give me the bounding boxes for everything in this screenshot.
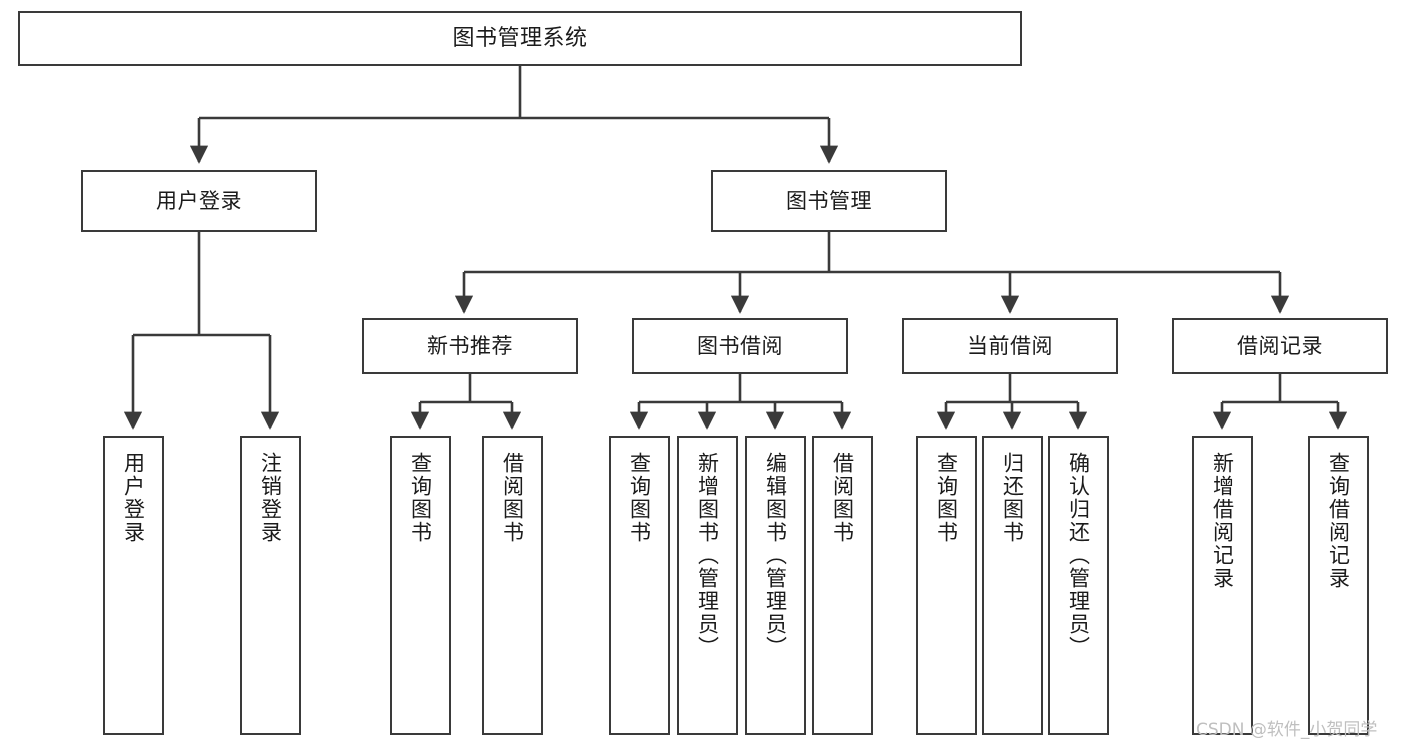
node-user-login[interactable]: 用户登录 xyxy=(81,170,317,232)
node-leaf-query-book-3[interactable]: 查询图书 xyxy=(916,436,977,735)
node-leaf-borrow-book-1[interactable]: 借阅图书 xyxy=(482,436,543,735)
node-borrow-record-label: 借阅记录 xyxy=(1237,333,1323,358)
node-root[interactable]: 图书管理系统 xyxy=(18,11,1022,66)
node-book-borrow[interactable]: 图书借阅 xyxy=(632,318,848,374)
node-leaf-query-book-2-label: 查询图书 xyxy=(627,452,652,544)
node-leaf-query-book-1-label: 查询图书 xyxy=(408,452,433,544)
node-leaf-borrow-book-2-label: 借阅图书 xyxy=(830,452,855,544)
node-leaf-logout-label: 注销登录 xyxy=(258,452,283,544)
node-new-book-recommend[interactable]: 新书推荐 xyxy=(362,318,578,374)
node-leaf-add-record-label: 新增借阅记录 xyxy=(1210,452,1235,590)
node-leaf-add-record[interactable]: 新增借阅记录 xyxy=(1192,436,1253,735)
node-leaf-edit-book-label: 编辑图书（管理员） xyxy=(763,452,788,659)
node-book-manage[interactable]: 图书管理 xyxy=(711,170,947,232)
node-leaf-query-record-label: 查询借阅记录 xyxy=(1326,452,1351,590)
node-leaf-query-book-1[interactable]: 查询图书 xyxy=(390,436,451,735)
node-leaf-query-book-2[interactable]: 查询图书 xyxy=(609,436,670,735)
node-leaf-add-book-label: 新增图书（管理员） xyxy=(695,452,720,659)
node-user-login-label: 用户登录 xyxy=(156,188,242,213)
node-leaf-user-login[interactable]: 用户登录 xyxy=(103,436,164,735)
node-leaf-return-book[interactable]: 归还图书 xyxy=(982,436,1043,735)
csdn-watermark: CSDN @软件_小贺同学 xyxy=(1196,720,1378,740)
node-leaf-borrow-book-2[interactable]: 借阅图书 xyxy=(812,436,873,735)
node-leaf-add-book[interactable]: 新增图书（管理员） xyxy=(677,436,738,735)
node-leaf-borrow-book-1-label: 借阅图书 xyxy=(500,452,525,544)
node-leaf-confirm-return-label: 确认归还（管理员） xyxy=(1066,452,1091,659)
node-new-book-recommend-label: 新书推荐 xyxy=(427,333,513,358)
node-current-borrow-label: 当前借阅 xyxy=(967,333,1053,358)
node-leaf-edit-book[interactable]: 编辑图书（管理员） xyxy=(745,436,806,735)
node-leaf-query-record[interactable]: 查询借阅记录 xyxy=(1308,436,1369,735)
node-leaf-user-login-label: 用户登录 xyxy=(121,452,146,544)
node-leaf-logout[interactable]: 注销登录 xyxy=(240,436,301,735)
node-root-label: 图书管理系统 xyxy=(452,25,588,51)
node-leaf-return-book-label: 归还图书 xyxy=(1000,452,1025,544)
node-leaf-confirm-return[interactable]: 确认归还（管理员） xyxy=(1048,436,1109,735)
node-current-borrow[interactable]: 当前借阅 xyxy=(902,318,1118,374)
node-leaf-query-book-3-label: 查询图书 xyxy=(934,452,959,544)
node-borrow-record[interactable]: 借阅记录 xyxy=(1172,318,1388,374)
node-book-borrow-label: 图书借阅 xyxy=(697,333,783,358)
node-book-manage-label: 图书管理 xyxy=(786,188,872,213)
